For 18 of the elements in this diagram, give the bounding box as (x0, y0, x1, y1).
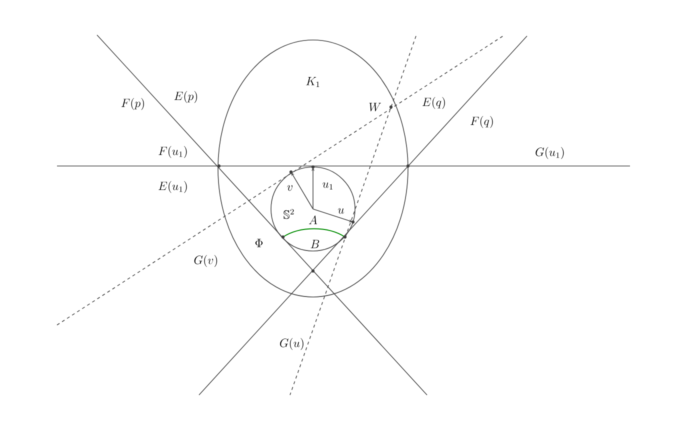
math-label: $E(p)$ (174, 91, 198, 103)
math-label: $F(p)$ (121, 98, 144, 110)
math-label: $W$ (369, 102, 381, 112)
math-label: $F(q)$ (470, 116, 493, 128)
math-label: $E(u_1)$ (158, 181, 187, 193)
math-label: $u$ (338, 208, 344, 214)
math-label: $\Phi$ (255, 238, 263, 248)
math-label: $G(u_1)$ (536, 147, 564, 159)
math-label: $K_1$ (306, 77, 320, 87)
math-label: $F(u_1)$ (158, 146, 187, 158)
math-label: $G(u)$ (280, 338, 304, 350)
math-label: $G(v)$ (194, 255, 218, 267)
math-label: $A$ (309, 216, 318, 224)
math-label: $v$ (287, 185, 292, 191)
math-label: $u_1$ (322, 182, 333, 190)
math-label: $E(q)$ (422, 97, 445, 109)
math-label: $\mathbb{S}^2$ (284, 209, 294, 219)
math-label: $B$ (310, 240, 320, 248)
